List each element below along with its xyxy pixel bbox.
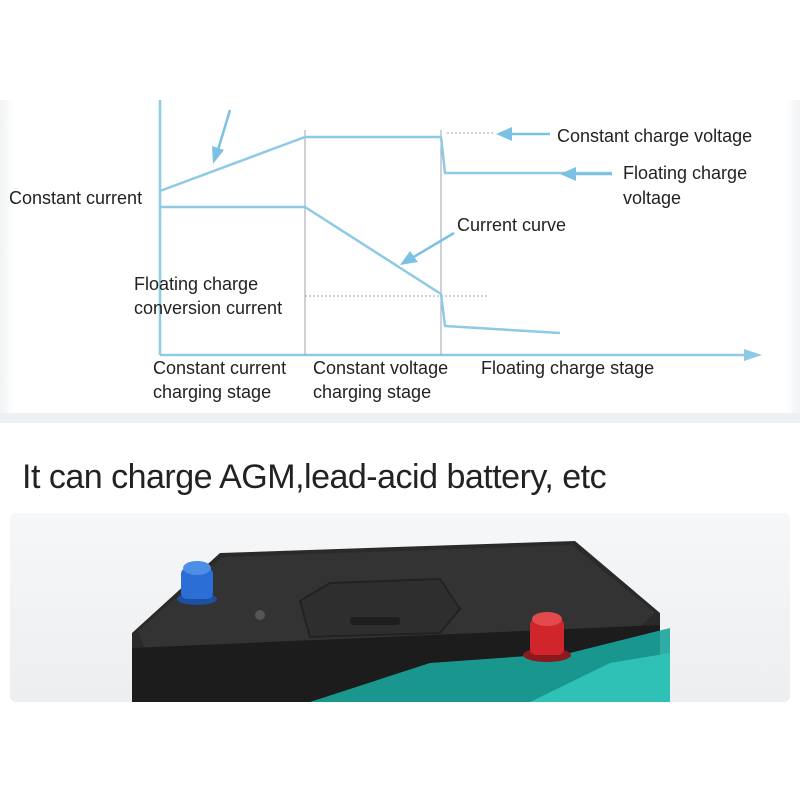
positive-terminal-body <box>530 619 564 655</box>
label-stage1-line2: charging stage <box>153 382 272 402</box>
label-floating-conversion-line1: Floating charge <box>134 274 259 294</box>
label-constant-charge-voltage: Constant charge voltage <box>557 126 753 146</box>
positive-terminal-top <box>532 612 562 626</box>
battery-photo <box>10 513 790 702</box>
label-constant-current: Constant current <box>9 188 143 208</box>
voltage-pointer-arrow <box>216 109 232 151</box>
negative-terminal-body <box>181 568 213 599</box>
panel-divider <box>0 413 800 423</box>
section-heading: It can charge AGM,lead-acid battery, etc <box>22 458 607 496</box>
current-curve-arrow <box>411 231 455 260</box>
vent-slot <box>350 617 400 625</box>
teal-accent-highlight <box>530 653 670 702</box>
charge-voltage-arrowhead <box>496 127 512 141</box>
current-curve-arrowhead <box>400 251 418 265</box>
label-stage2-line1: Constant voltage <box>313 358 449 378</box>
label-stage3: Floating charge stage <box>481 358 655 378</box>
x-axis-arrowhead <box>744 349 762 361</box>
label-floating-charge-voltage-line2: voltage <box>623 188 682 208</box>
voltage-curve <box>159 135 612 193</box>
label-floating-charge-voltage-line1: Floating charge <box>623 163 748 183</box>
label-current-curve: Current curve <box>457 215 567 235</box>
lid-screw <box>255 610 265 620</box>
negative-terminal-top <box>183 561 211 575</box>
battery-illustration <box>132 541 670 702</box>
current-curve <box>160 205 561 335</box>
voltage-pointer-arrowhead <box>212 146 224 164</box>
vent-cover <box>298 577 462 639</box>
floating-voltage-arrowhead <box>560 167 576 181</box>
label-stage2-line2: charging stage <box>313 382 432 402</box>
diagram-panel-band <box>0 100 800 420</box>
label-floating-conversion-line2: conversion current <box>134 298 283 318</box>
label-stage1-line1: Constant current <box>153 358 287 378</box>
